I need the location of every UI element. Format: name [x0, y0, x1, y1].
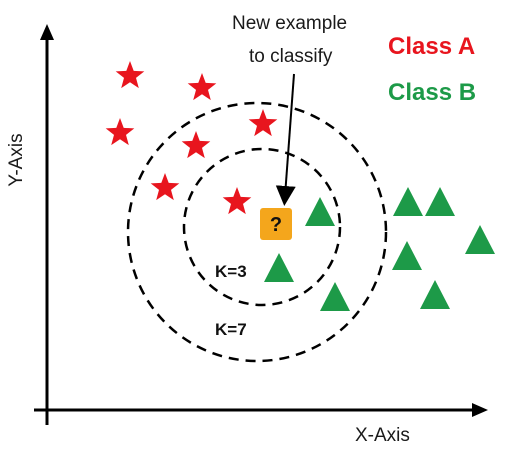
legend-class-b: Class B [388, 79, 476, 106]
legend-class-a: Class A [388, 33, 475, 60]
class-b-triangle [465, 225, 495, 254]
class-b-triangle [320, 282, 350, 311]
x-axis-label: X-Axis [355, 425, 410, 446]
class-b-triangle [393, 187, 423, 216]
annotation-line-2: to classify [249, 46, 333, 67]
class-a-star [181, 131, 211, 159]
class-b-triangle [392, 241, 422, 270]
class-a-star [115, 61, 145, 89]
class-a-star [150, 173, 180, 201]
class-b-triangle [264, 253, 294, 282]
class-b-points [264, 187, 495, 311]
annotation-line-1: New example [232, 13, 347, 34]
class-b-triangle [425, 187, 455, 216]
y-axis-arrowhead [40, 24, 54, 40]
k7-label: K=7 [215, 320, 247, 339]
class-a-star [105, 118, 135, 146]
query-example-box [260, 208, 292, 240]
class-a-star [187, 73, 217, 101]
query-symbol: ? [270, 214, 282, 236]
class-a-star [222, 187, 252, 215]
k3-label: K=3 [215, 262, 247, 281]
class-b-triangle [305, 197, 335, 226]
k3-neighbourhood-circle [182, 147, 342, 307]
class-a-points [105, 61, 278, 215]
y-axis-label: Y-Axis [6, 133, 27, 186]
x-axis-arrowhead [472, 403, 488, 417]
annotation-arrow [275, 73, 296, 206]
class-a-star [248, 109, 278, 137]
class-b-triangle [420, 280, 450, 309]
k7-neighbourhood-circle [126, 101, 388, 363]
